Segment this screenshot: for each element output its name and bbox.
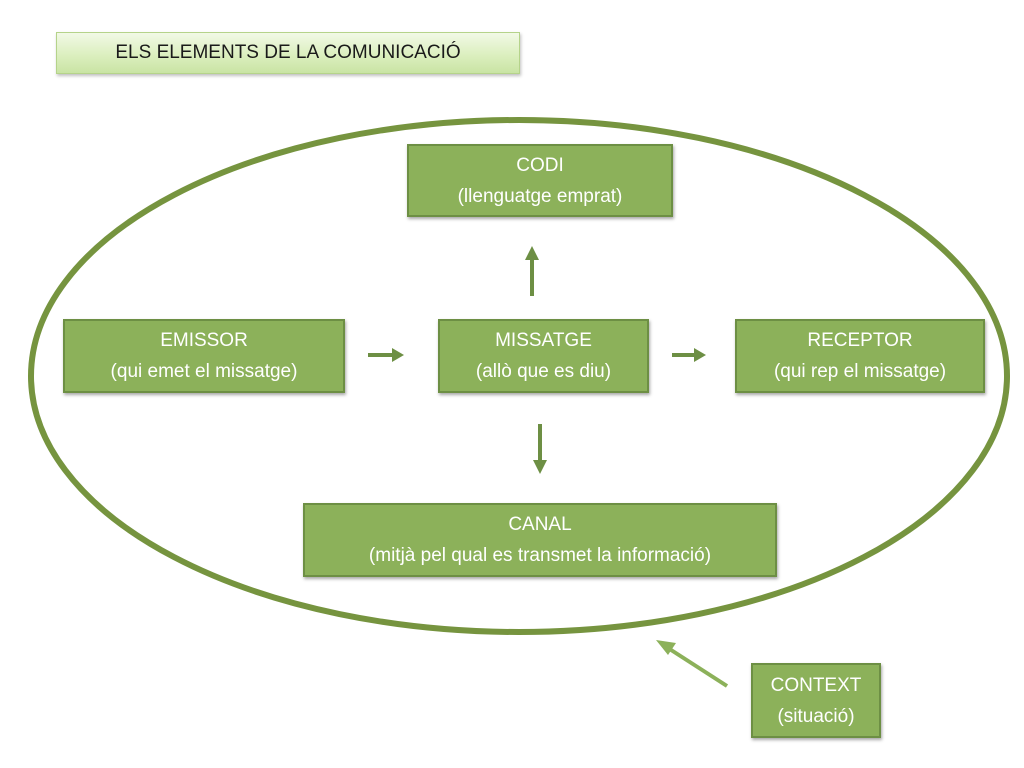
receptor-label: RECEPTOR — [807, 330, 913, 351]
page-title-text: ELS ELEMENTS DE LA COMUNICACIÓ — [115, 42, 461, 63]
context-node: CONTEXT (situació) — [751, 663, 881, 738]
missatge-node: MISSATGE (allò que es diu) — [438, 319, 649, 393]
codi-node: CODI (llenguatge emprat) — [407, 144, 673, 217]
emissor-node: EMISSOR (qui emet el missatge) — [63, 319, 345, 393]
arrow-missatge-to-receptor — [672, 348, 706, 362]
codi-sublabel: (llenguatge emprat) — [457, 185, 623, 207]
emissor-sublabel: (qui emet el missatge) — [110, 361, 298, 382]
page-title: ELS ELEMENTS DE LA COMUNICACIÓ — [56, 32, 520, 74]
arrow-missatge-to-canal — [533, 424, 547, 474]
context-sublabel: (situació) — [777, 705, 855, 727]
arrow-emissor-to-missatge — [368, 348, 404, 362]
arrow-missatge-to-codi — [525, 246, 539, 296]
receptor-node: RECEPTOR (qui rep el missatge) — [735, 319, 985, 393]
receptor-sublabel: (qui rep el missatge) — [773, 361, 947, 382]
codi-label: CODI — [516, 154, 564, 176]
missatge-sublabel: (allò que es diu) — [475, 361, 612, 382]
context-label: CONTEXT — [770, 674, 862, 696]
arrow-context-to-ellipse — [656, 640, 729, 688]
context-ellipse — [28, 117, 1010, 635]
emissor-label: EMISSOR — [160, 330, 248, 351]
canal-label: CANAL — [508, 514, 572, 535]
missatge-label: MISSATGE — [495, 330, 592, 351]
canal-node: CANAL (mitjà pel qual es transmet la inf… — [303, 503, 777, 577]
canal-sublabel: (mitjà pel qual es transmet la informaci… — [368, 545, 712, 566]
